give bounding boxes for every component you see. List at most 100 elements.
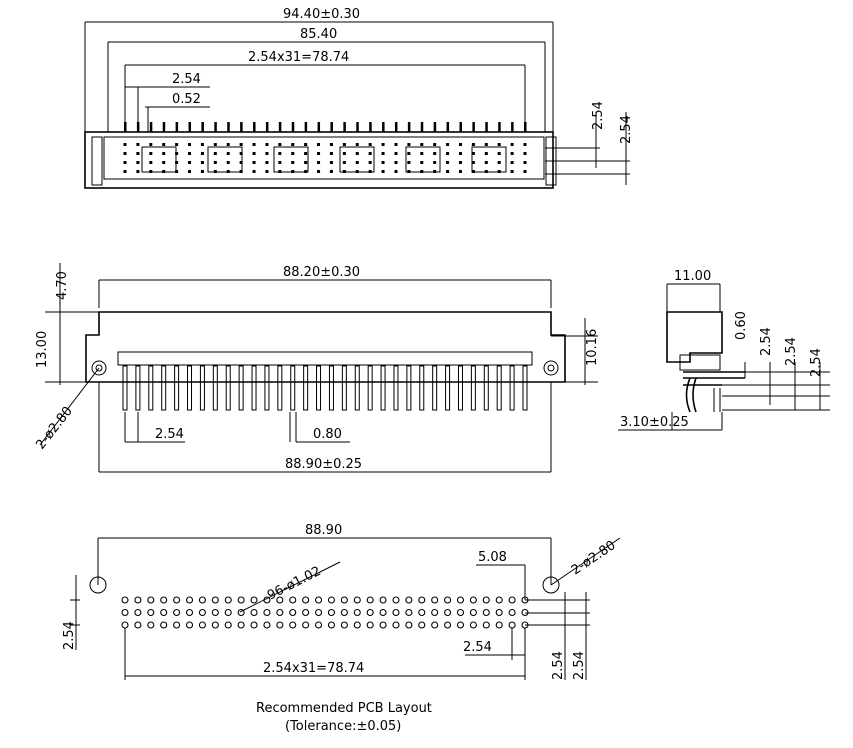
pcb-hole <box>211 621 219 629</box>
pcb-hole <box>160 608 168 617</box>
top-contact <box>381 143 385 146</box>
front-pin <box>328 365 334 411</box>
front-view <box>39 263 598 473</box>
pcb-hole <box>160 596 168 604</box>
top-pin <box>407 122 411 132</box>
top-contact <box>433 152 437 155</box>
top-contact <box>278 152 282 155</box>
top-contact <box>265 170 269 173</box>
top-contact <box>213 161 217 164</box>
top-contact <box>381 161 385 164</box>
top-contact-window <box>207 146 243 173</box>
top-contact <box>149 143 153 146</box>
pcb-hole <box>366 608 374 617</box>
pcb-hole <box>379 596 387 604</box>
dim-pitch: 2.54 <box>172 72 201 87</box>
top-pin <box>265 122 269 132</box>
pcb-hole <box>185 621 194 629</box>
top-pin <box>149 122 153 132</box>
pcb-hole <box>353 621 361 629</box>
front-pin <box>470 365 476 411</box>
pcb-hole <box>237 621 245 629</box>
top-contact <box>329 143 333 146</box>
top-contact <box>471 161 475 164</box>
pcb-hole <box>495 621 503 629</box>
pcb-hole <box>456 621 465 629</box>
pcb-hole <box>147 596 155 604</box>
pcb-hole <box>327 621 336 629</box>
top-contact <box>433 143 437 146</box>
pcb-hole <box>444 608 452 617</box>
top-contact <box>291 161 295 164</box>
front-pin <box>354 365 360 411</box>
front-pin <box>483 365 489 411</box>
dim-front-pitch: 2.54 <box>155 427 184 442</box>
pcb-hole <box>469 621 477 629</box>
top-contact <box>304 152 308 155</box>
front-pin <box>264 365 270 411</box>
front-pin <box>225 365 231 411</box>
front-pin <box>161 365 167 411</box>
top-contact <box>368 161 372 164</box>
top-pin <box>291 122 295 132</box>
top-pin <box>188 122 192 132</box>
pcb-hole <box>173 608 181 617</box>
front-pin <box>406 365 412 411</box>
top-contact <box>226 143 230 146</box>
pcb-hole <box>173 621 181 629</box>
top-contact <box>484 152 488 155</box>
top-contact <box>329 170 333 173</box>
pcb-hole <box>314 621 323 629</box>
top-pin <box>304 122 308 132</box>
top-pin <box>162 122 166 132</box>
top-contact <box>175 143 179 146</box>
top-contact <box>523 161 527 164</box>
top-pin <box>356 122 359 132</box>
pcb-hole <box>302 621 310 629</box>
top-contact <box>407 152 411 155</box>
pcb-hole <box>224 596 232 604</box>
top-contact <box>446 143 450 146</box>
pcb-hole <box>444 596 452 604</box>
top-contact <box>458 170 462 173</box>
top-contact <box>239 161 243 164</box>
top-pin <box>472 122 475 132</box>
top-pin <box>420 122 424 132</box>
front-pin <box>419 365 425 411</box>
pcb-hole <box>276 608 284 617</box>
front-pin <box>148 365 154 411</box>
dim-total-height: 13.00 <box>35 331 50 368</box>
front-pin <box>341 365 347 411</box>
pcb-hole <box>340 608 348 617</box>
dim-pcb-pitch: 2.54 <box>463 640 492 655</box>
front-pin <box>135 365 141 411</box>
pcb-hole <box>173 596 181 604</box>
top-contact <box>484 161 488 164</box>
dim-front-pin-width: 0.80 <box>313 427 342 442</box>
top-contact <box>162 152 166 155</box>
pcb-hole <box>340 621 348 629</box>
pcb-hole <box>276 621 284 629</box>
dim-side-row-a: 2.54 <box>759 327 774 356</box>
top-contact <box>381 152 385 155</box>
top-contact <box>226 161 230 164</box>
top-contact <box>136 170 140 173</box>
top-view-pins <box>123 122 527 173</box>
pcb-hole <box>250 621 258 629</box>
front-pin <box>174 365 180 411</box>
top-contact <box>458 161 462 164</box>
pcb-hole <box>263 608 271 617</box>
top-contact <box>355 152 359 155</box>
pcb-hole <box>302 608 310 617</box>
pcb-hole <box>431 596 439 604</box>
pcb-hole <box>314 608 323 617</box>
top-pin <box>446 122 450 132</box>
top-contact <box>252 152 256 155</box>
top-contact <box>329 161 333 164</box>
top-contact <box>446 152 450 155</box>
pcb-hole <box>211 596 219 604</box>
pcb-hole <box>366 596 374 604</box>
top-contact <box>291 152 295 155</box>
top-contact <box>304 161 308 164</box>
top-contact-window <box>141 146 177 173</box>
